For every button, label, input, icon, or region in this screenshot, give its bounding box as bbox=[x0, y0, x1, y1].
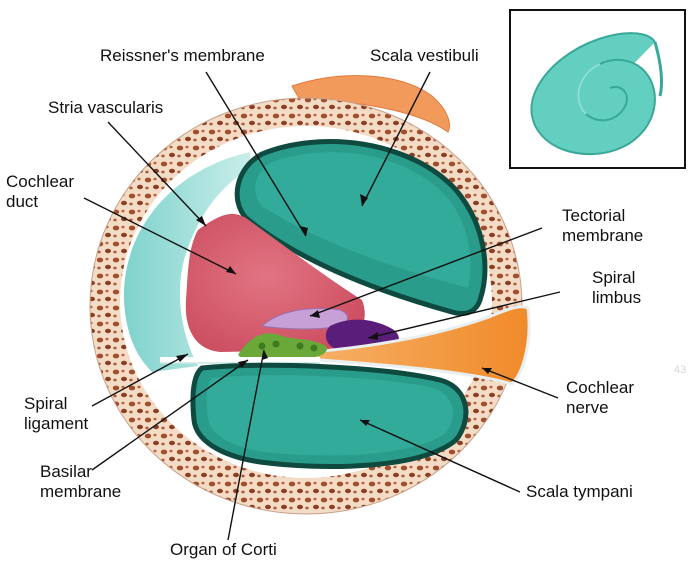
label-spiral-limbus: Spiral limbus bbox=[592, 268, 641, 308]
label-cochlear-nerve: Cochlear nerve bbox=[566, 378, 634, 418]
label-spiral-ligament-line-2: ligament bbox=[24, 414, 88, 434]
hair-cell-4 bbox=[311, 345, 318, 352]
label-organ-of-corti: Organ of Corti bbox=[170, 540, 277, 560]
label-tectorial-line-1: Tectorial bbox=[562, 206, 643, 226]
label-cochlear-duct-line-2: duct bbox=[6, 192, 74, 212]
label-scala-tympani: Scala tympani bbox=[526, 482, 633, 502]
label-tectorial-membrane: Tectorial membrane bbox=[562, 206, 643, 246]
label-basilar-line-2: membrane bbox=[40, 482, 121, 502]
label-scala-vestibuli: Scala vestibuli bbox=[370, 46, 479, 66]
watermark-number: 43 bbox=[674, 364, 686, 376]
label-spiral-limbus-line-2: limbus bbox=[592, 288, 641, 308]
label-tectorial-line-2: membrane bbox=[562, 226, 643, 246]
label-basilar-line-1: Basilar bbox=[40, 462, 121, 482]
label-reissners-membrane: Reissner's membrane bbox=[100, 46, 265, 66]
hair-cell-1 bbox=[259, 343, 266, 350]
label-spiral-ligament: Spiral ligament bbox=[24, 394, 88, 434]
label-cochlear-nerve-line-2: nerve bbox=[566, 398, 634, 418]
label-cochlear-duct-line-1: Cochlear bbox=[6, 172, 74, 192]
label-cochlear-nerve-line-1: Cochlear bbox=[566, 378, 634, 398]
label-cochlear-duct: Cochlear duct bbox=[6, 172, 74, 212]
label-spiral-limbus-line-1: Spiral bbox=[592, 268, 641, 288]
hair-cell-3 bbox=[297, 343, 304, 350]
label-stria-vascularis: Stria vascularis bbox=[48, 98, 163, 118]
label-spiral-ligament-line-1: Spiral bbox=[24, 394, 88, 414]
hair-cell-2 bbox=[273, 341, 280, 348]
scala-tympani-highlight bbox=[207, 375, 453, 455]
label-basilar-membrane: Basilar membrane bbox=[40, 462, 121, 502]
